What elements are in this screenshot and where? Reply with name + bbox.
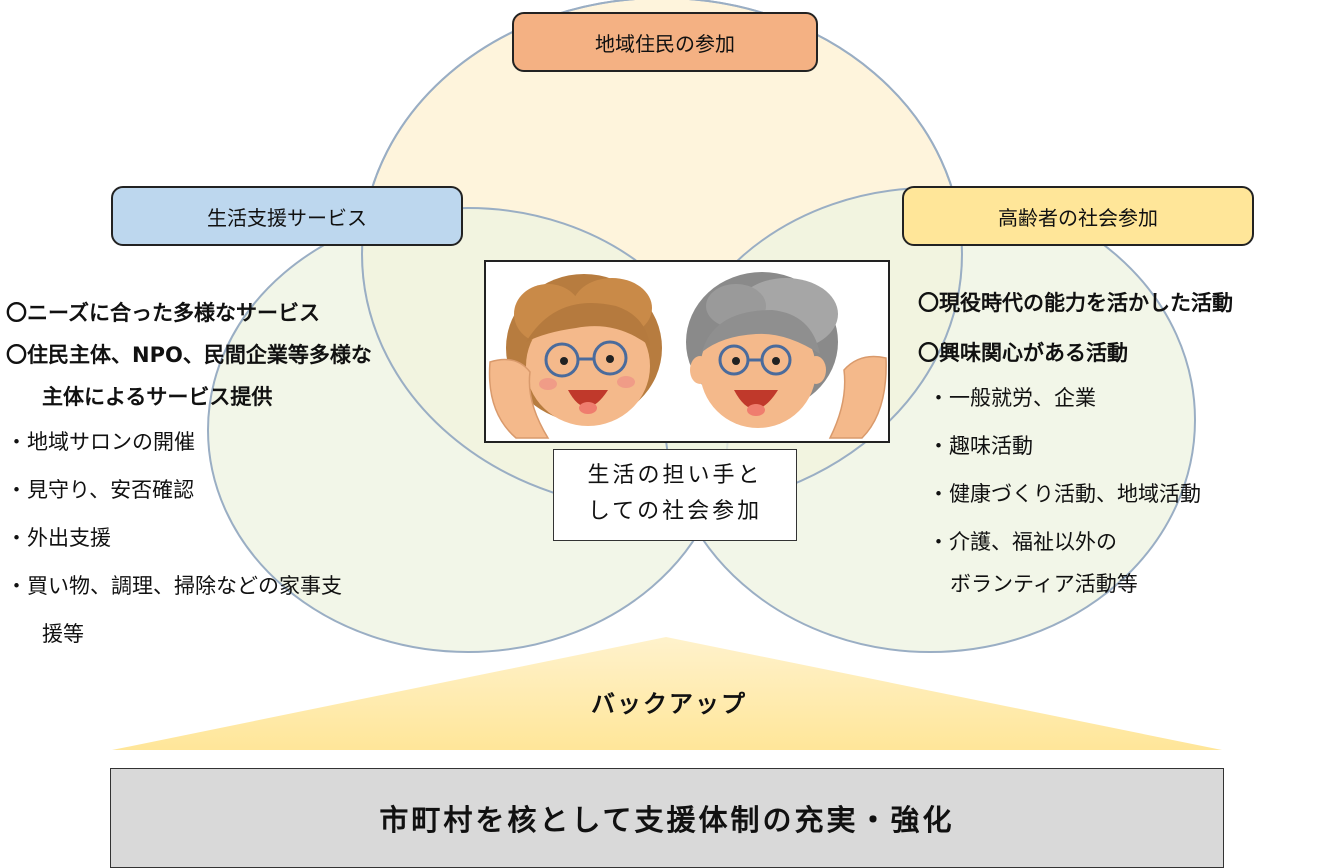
elderly-social-participation-label: 高齢者の社会参加 <box>902 186 1254 246</box>
left-list-item: ・買い物、調理、掃除などの家事支 <box>6 574 342 598</box>
left-heading-2-cont: 主体によるサービス提供 <box>42 385 273 409</box>
left-heading-2: 〇住民主体、NPO、民間企業等多様な <box>6 343 372 367</box>
left-list-item: ・地域サロンの開催 <box>6 430 195 454</box>
right-list-item: ・趣味活動 <box>928 434 1033 458</box>
backup-triangle <box>112 637 1222 750</box>
backup-label: バックアップ <box>591 690 747 718</box>
caption-line-1: 生活の担い手と <box>587 463 763 488</box>
caption-line-2: しての社会参加 <box>587 499 763 524</box>
left-list-item: ・見守り、安否確認 <box>6 478 195 502</box>
life-support-services-label: 生活支援サービス <box>111 186 463 246</box>
left-heading-1: 〇ニーズに合った多様なサービス <box>6 301 320 325</box>
social-participation-caption: 生活の担い手と しての社会参加 <box>553 449 797 541</box>
right-bullet-list: ・一般就労、企業 ・趣味活動 ・健康づくり活動、地域活動 ・介護、福祉以外の ボ… <box>928 374 1233 608</box>
elderly-woman-figure <box>488 274 662 439</box>
municipal-support-box: 市町村を核として支援体制の充実・強化 <box>110 768 1224 868</box>
life-support-details: 〇ニーズに合った多様なサービス 〇住民主体、NPO、民間企業等多様な 主体による… <box>6 292 372 658</box>
elderly-participation-details: 〇現役時代の能力を活かした活動 〇興味関心がある活動 ・一般就労、企業 ・趣味活… <box>918 282 1233 608</box>
residents-participation-label: 地域住民の参加 <box>512 12 818 72</box>
municipal-support-text: 市町村を核として支援体制の充実・強化 <box>379 803 955 837</box>
right-list-item: ・介護、福祉以外の <box>928 530 1117 554</box>
right-heading-1: 〇現役時代の能力を活かした活動 <box>918 291 1233 315</box>
elderly-man-figure <box>686 272 887 439</box>
left-list-item-cont: 援等 <box>42 622 84 646</box>
right-list-item: ・一般就労、企業 <box>928 386 1096 410</box>
right-list-item: ・健康づくり活動、地域活動 <box>928 482 1201 506</box>
left-list-item: ・外出支援 <box>6 526 111 550</box>
right-list-item-cont: ボランティア活動等 <box>950 572 1138 596</box>
elderly-couple-illustration <box>484 260 890 443</box>
right-heading-2: 〇興味関心がある活動 <box>918 341 1128 365</box>
left-bullet-list: ・地域サロンの開催 ・見守り、安否確認 ・外出支援 ・買い物、調理、掃除などの家… <box>6 418 372 658</box>
